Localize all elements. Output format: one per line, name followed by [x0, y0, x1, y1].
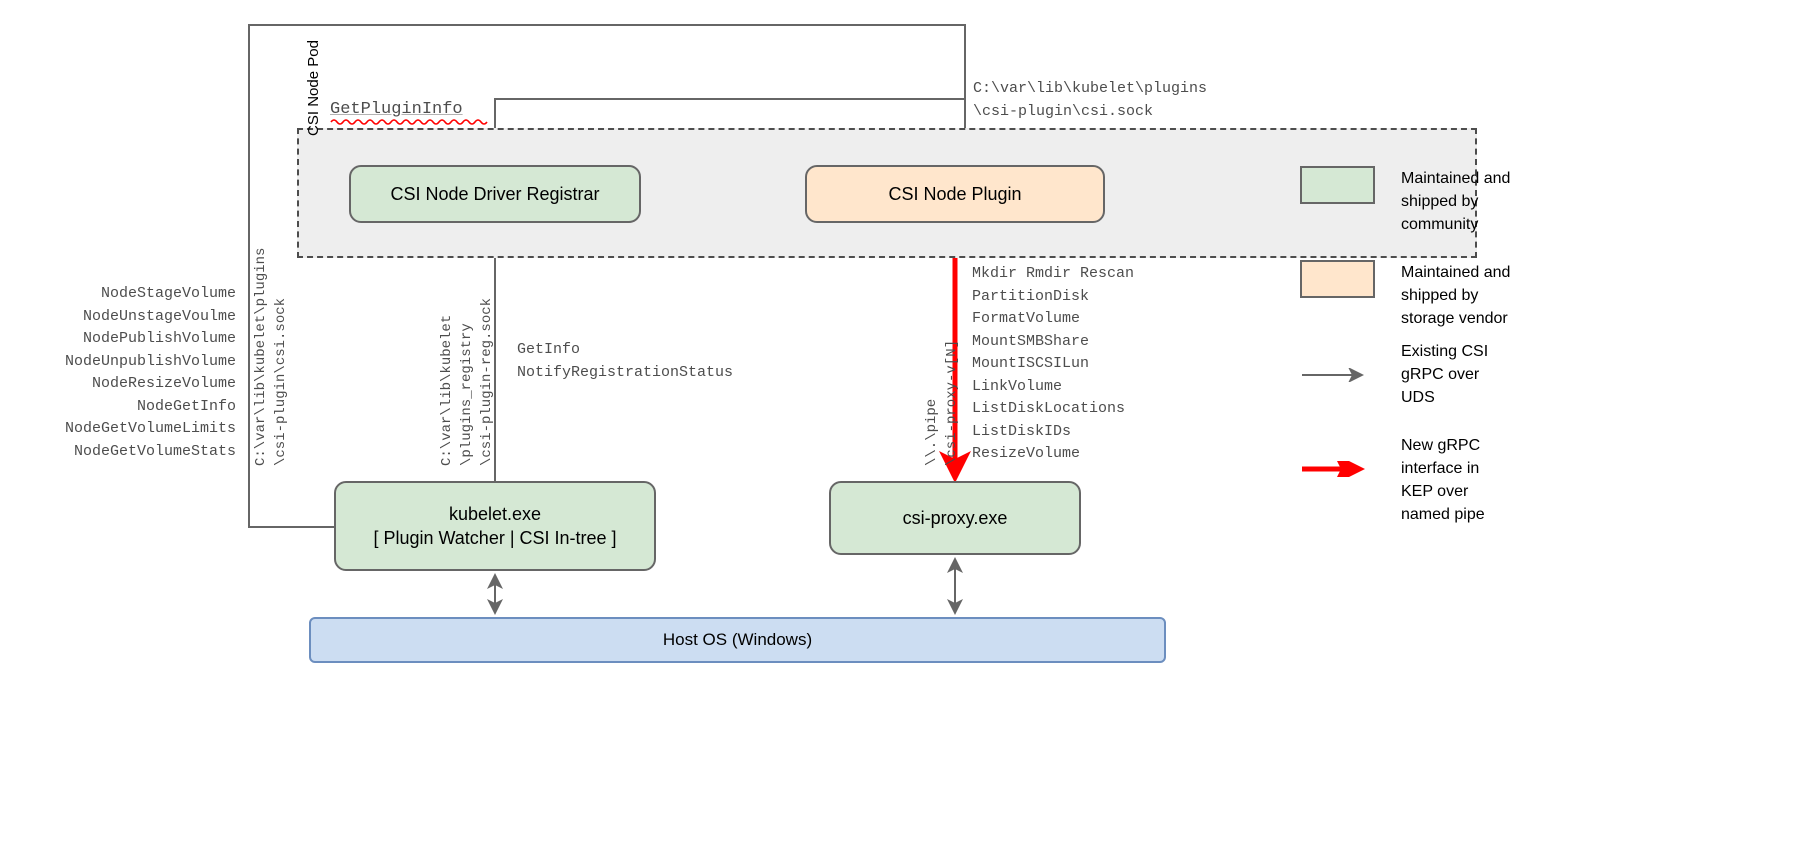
csi-plugin-socket-path-label: C:\var\lib\kubelet\plugins \csi-plugin\cs… [973, 78, 1207, 123]
csi-node-plugin-box[interactable]: CSI Node Plugin [805, 165, 1105, 223]
legend-label-community: Maintained and shipped by community [1401, 170, 1511, 233]
vertical-plugin-registry-socket-path: C:\var\lib\kubelet \plugins_registry \cs… [439, 297, 495, 466]
existing-grpc-arrow-icon [1302, 368, 1364, 382]
legend-label-existing-csi-grpc: Existing CSI gRPC over UDS [1401, 343, 1489, 406]
legend-swatch-community [1300, 166, 1375, 204]
csi-node-pod-label-text: CSI Node Pod [305, 40, 322, 136]
csi-node-driver-registrar-label: CSI Node Driver Registrar [390, 183, 600, 204]
legend-item-community: Maintained and shipped by community [1300, 166, 1510, 236]
legend-label-storage-vendor: Maintained and shipped by storage vendor [1401, 264, 1511, 327]
csi-node-pod-label: CSI Node Pod [305, 33, 325, 143]
kubelet-exe-box[interactable]: kubelet.exe [ Plugin Watcher | CSI In-tr… [334, 481, 656, 571]
legend-arrow-gray-cell [1300, 356, 1375, 394]
csi-node-driver-registrar-box[interactable]: CSI Node Driver Registrar [349, 165, 641, 223]
legend-arrow-red-cell [1300, 450, 1375, 488]
get-plugin-info-label: GetPluginInfo [330, 100, 463, 119]
vertical-csi-plugin-socket-path: C:\var\lib\kubelet\plugins \csi-plugin\c… [253, 247, 289, 466]
legend-label-new-grpc: New gRPC interface in KEP over named pip… [1401, 437, 1485, 523]
csi-proxy-exe-box[interactable]: csi-proxy.exe [829, 481, 1081, 555]
host-os-box[interactable]: Host OS (Windows) [309, 617, 1166, 663]
csi-proxy-exe-label: csi-proxy.exe [902, 507, 1008, 528]
kubelet-exe-label: kubelet.exe [448, 503, 542, 524]
legend-swatch-storage-vendor [1300, 260, 1375, 298]
csi-plugin-socket-path-line1: C:\var\lib\kubelet\plugins [973, 80, 1208, 97]
new-grpc-arrow-icon [1302, 461, 1365, 477]
legend-item-existing-csi-grpc: Existing CSI gRPC over UDS [1300, 343, 1488, 409]
legend-item-new-grpc: New gRPC interface in KEP over named pip… [1300, 437, 1485, 526]
registration-calls-list: GetInfo NotifyRegistrationStatus [517, 341, 734, 381]
legend-item-storage-vendor: Maintained and shipped by storage vendor [1300, 260, 1510, 330]
host-os-label: Host OS (Windows) [662, 630, 813, 649]
node-service-calls-list: NodeStageVolume NodeUnstageVoulme NodePu… [64, 285, 236, 460]
csi-plugin-socket-path-line2: \csi-plugin\csi.sock [973, 102, 1154, 120]
kubelet-exe-sublabel: [ Plugin Watcher | CSI In-tree ] [373, 528, 617, 548]
csi-node-plugin-label: CSI Node Plugin [888, 183, 1022, 204]
vertical-named-pipe-path: \\.\pipe \csi-proxy-v[N] [924, 339, 960, 466]
csi-proxy-api-calls-list: Mkdir Rmdir Rescan PartitionDisk FormatV… [972, 265, 1135, 462]
